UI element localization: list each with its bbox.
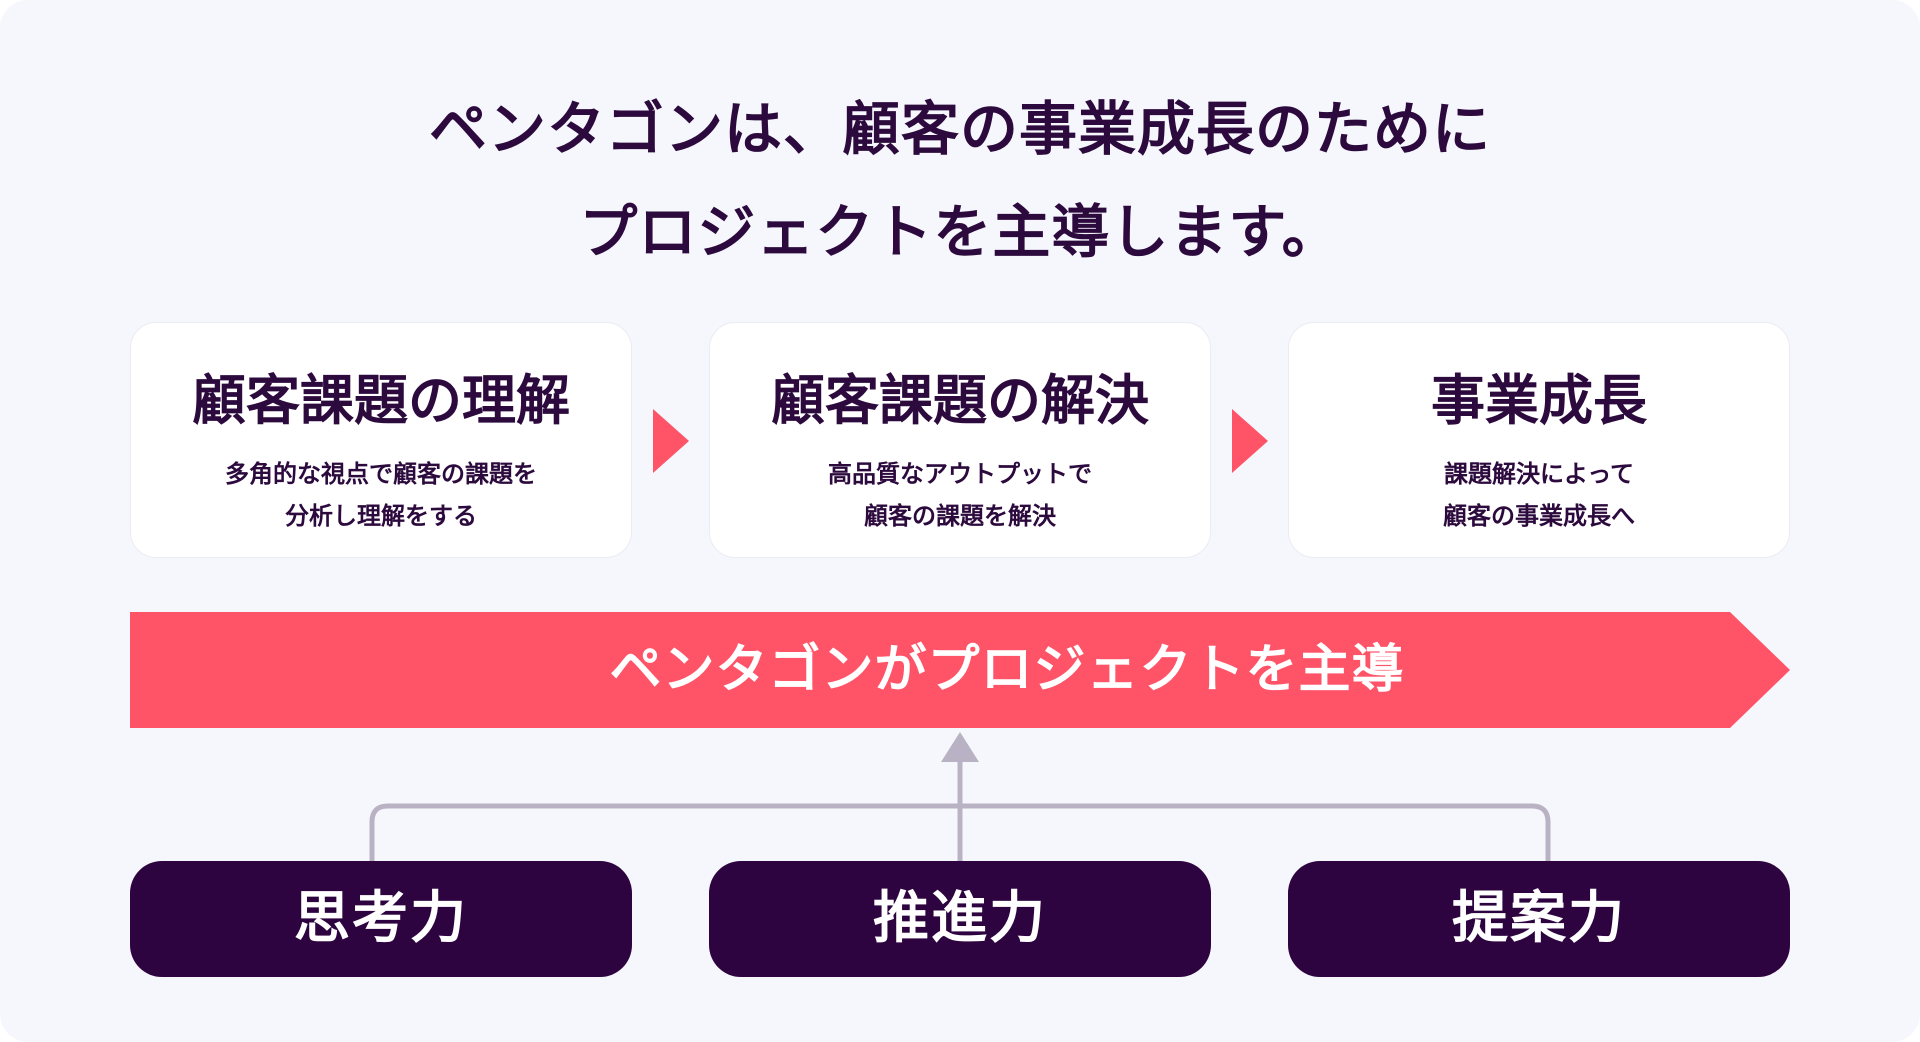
step-description: 多角的な視点で顧客の課題を 分析し理解をする [131,453,631,537]
step-description-line: 顧客の課題を解決 [864,502,1056,530]
skill-thinking: 思考力 [130,861,632,977]
step-description-line: 高品質なアウトプットで [828,460,1092,488]
step-card-growth: 事業成長 課題解決によって 顧客の事業成長へ [1288,322,1790,558]
headline-line-1: ペンタゴンは、顧客の事業成長のために [428,95,1491,163]
step-description-line: 分析し理解をする [285,502,477,530]
step-card-solve: 顧客課題の解決 高品質なアウトプットで 顧客の課題を解決 [709,322,1211,558]
step-description-line: 顧客の事業成長へ [1443,502,1635,530]
step-description: 課題解決によって 顧客の事業成長へ [1289,453,1789,537]
step-card-understand: 顧客課題の理解 多角的な視点で顧客の課題を 分析し理解をする [130,322,632,558]
headline-line-2: プロジェクトを主導します。 [579,198,1341,266]
lead-banner-arrow [130,612,1790,728]
skill-driving: 推進力 [709,861,1211,977]
step-arrow-right-icon [653,409,689,473]
step-title: 顧客課題の解決 [771,369,1149,432]
arrow-up-icon [941,732,979,762]
step-arrow-right-icon [1232,409,1268,473]
step-title: 事業成長 [1431,369,1647,432]
step-description-line: 多角的な視点で顧客の課題を [225,460,537,488]
step-description-line: 課題解決によって [1443,460,1635,488]
skill-proposal: 提案力 [1288,861,1790,977]
step-description: 高品質なアウトプットで 顧客の課題を解決 [710,453,1210,537]
step-title: 顧客課題の理解 [192,369,570,432]
headline: ペンタゴンは、顧客の事業成長のために プロジェクトを主導します。 [0,78,1920,284]
lead-banner-label: ペンタゴンがプロジェクトを主導 [609,640,1405,700]
